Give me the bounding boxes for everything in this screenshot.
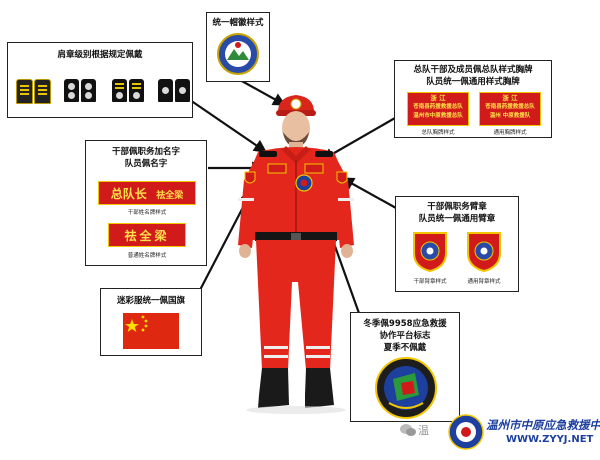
shoulder-board-3: [64, 79, 79, 102]
shoulder-board-1: [16, 79, 33, 104]
chest-title-line1: 总队干部及成员佩总队样式胸牌: [413, 65, 533, 75]
wechat-watermark: 温: [400, 420, 450, 440]
name-tag-member-name: 祛全梁: [124, 229, 170, 243]
name-title-line2: 队员佩名字: [124, 159, 168, 169]
arm-title-line2: 队员统一佩通用臂章: [418, 214, 496, 224]
name-tag-cadre-role: 总队长: [110, 187, 147, 201]
callout-national-flag: 迷彩服统一佩国旗: [100, 288, 202, 356]
china-flag-icon: [123, 313, 179, 349]
winter-title-line1: 冬季佩9958应急救援: [363, 319, 447, 329]
arm-caption-general: 通用臂章样式: [467, 279, 501, 285]
arm-badge-general-icon: [467, 232, 501, 273]
chest-badge: [304, 163, 324, 174]
callout-shoulder-boards: 肩章级别根据规定佩戴: [7, 42, 193, 118]
chest-badge-general: 浙 江 苍南县药援救援总队 温州 中原救援队: [479, 92, 541, 126]
cap-badge-icon: [290, 98, 302, 110]
chest-caption-corps: 总队胸牌样式: [421, 130, 455, 136]
org-name: 温州市中原应急救援中心: [486, 418, 600, 432]
arm-badge-right: [336, 171, 348, 184]
org-logo-icon: [448, 414, 484, 450]
chest-badge-corps: 浙 江 苍南县药援救援总队 温州市中原救援总队: [407, 92, 469, 126]
shoulder-board-5: [112, 79, 127, 102]
name-tag-member: 祛全梁: [108, 223, 186, 247]
chest-caption-general: 通用胸牌样式: [493, 130, 527, 136]
org-url: WWW.ZYYJ.NET: [506, 434, 594, 445]
wechat-icon: [400, 424, 416, 436]
flag-title: 迷彩服统一佩国旗: [116, 296, 185, 306]
collar: [282, 146, 310, 164]
callout-name-tags: 干部佩职务加名字 队员佩名字 总队长 祛全梁 干部姓名牌样式 祛全梁 普通姓名牌…: [85, 140, 207, 266]
boot-right: [305, 368, 334, 408]
cap-badge-title: 统一帽徽样式: [212, 18, 264, 28]
name-tag-cadre-name: 祛全梁: [156, 191, 184, 201]
emergency-platform-emblem-icon: [375, 357, 437, 419]
name-tag-cadre-caption: 干部姓名牌样式: [127, 210, 167, 216]
shoulder-board-4: [81, 79, 96, 102]
arm-badge-left: [244, 171, 256, 184]
shoulder-board-6: [129, 79, 144, 102]
head: [282, 111, 310, 145]
shoulder-title: 肩章级别根据规定佩戴: [57, 50, 143, 60]
callout-cap-badge: 统一帽徽样式: [206, 12, 270, 82]
shoulder-board-left: [259, 151, 277, 157]
winter-title-line3: 夏季不佩戴: [383, 343, 427, 353]
trousers: [256, 240, 336, 370]
arm-title-line1: 干部佩职务臂章: [427, 202, 487, 212]
chest-title-line2: 队员统一佩通用样式胸牌: [426, 77, 520, 87]
name-title-line1: 干部佩职务加名字: [111, 147, 180, 157]
shoulder-board-2: [34, 79, 51, 104]
callout-winter-emblem: 冬季佩9958应急救援 协作平台标志 夏季不佩戴: [350, 312, 460, 422]
shoulder-board-8: [175, 79, 190, 102]
arm-badge-cadre-icon: [413, 232, 447, 273]
callout-chest-badges: 总队干部及成员佩总队样式胸牌 队员统一佩通用样式胸牌 浙 江 苍南县药援救援总队…: [394, 60, 552, 138]
shoulder-board-right: [315, 151, 333, 157]
winter-title-line2: 协作平台标志: [379, 331, 431, 341]
wechat-label: 温: [418, 424, 429, 437]
name-tag-member-caption: 普通姓名牌样式: [127, 253, 167, 259]
name-tag-cadre: 总队长 祛全梁: [98, 181, 196, 205]
arm-caption-cadre: 干部臂章样式: [413, 279, 447, 285]
callout-arm-badges: 干部佩职务臂章 队员统一佩通用臂章 干部臂章样式 通用臂章样式: [395, 196, 519, 292]
cap-badge-emblem-icon: [217, 33, 259, 75]
chest-name-tag: [267, 163, 287, 174]
boot-left: [258, 368, 289, 408]
shoulder-board-7: [158, 79, 173, 102]
